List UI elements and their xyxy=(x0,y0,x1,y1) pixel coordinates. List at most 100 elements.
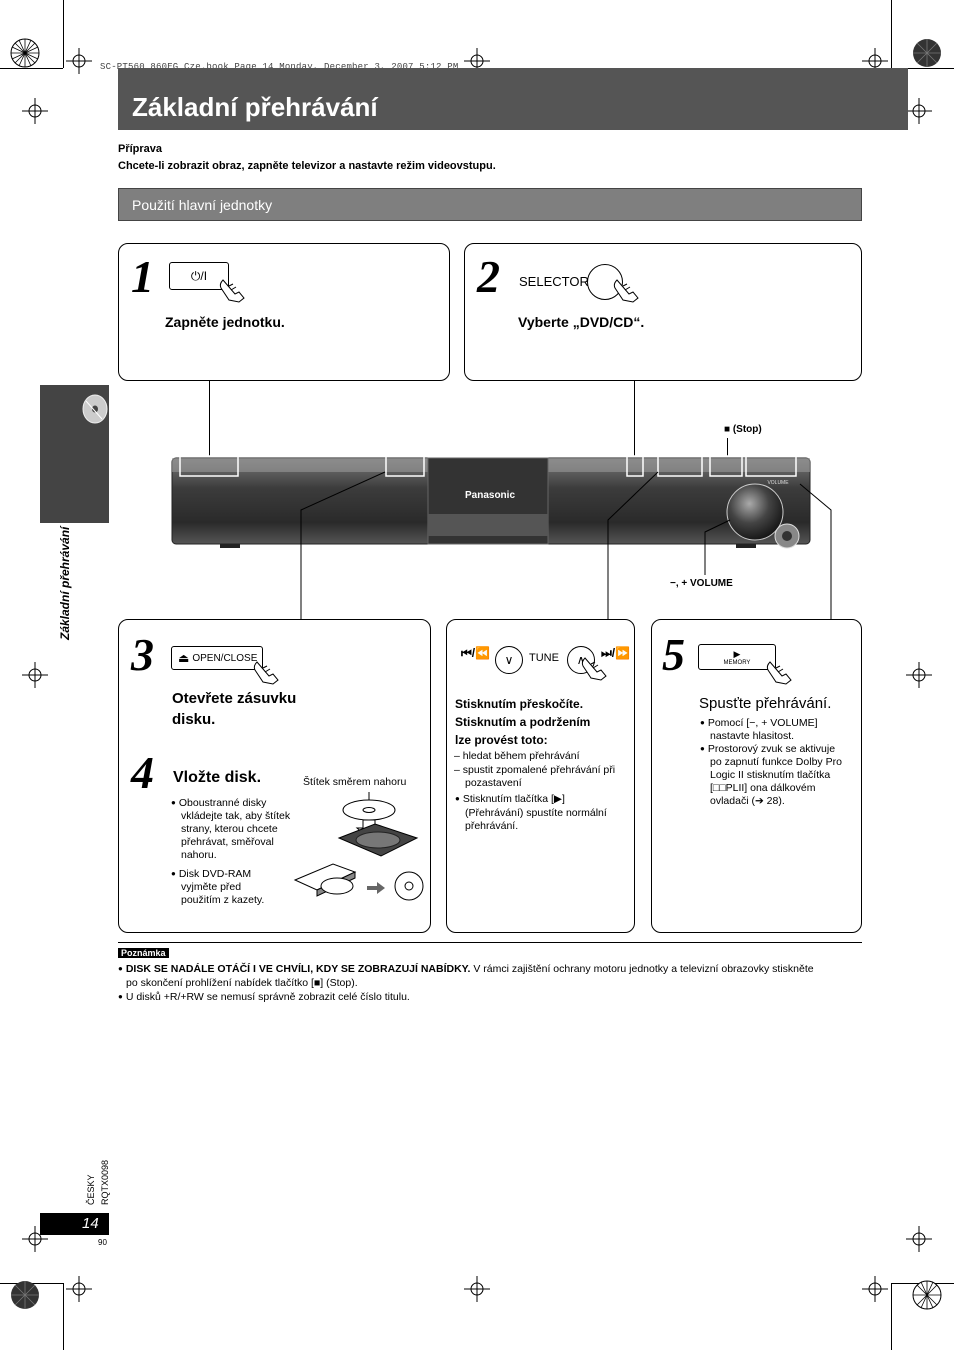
chevron-up-icon: ∧ xyxy=(576,653,586,667)
hand-press-icon xyxy=(581,657,607,681)
section-title: Použití hlavní jednotky xyxy=(132,197,273,213)
crop-mark xyxy=(891,68,954,69)
bullet-line: Logic II stisknutím tlačítka xyxy=(710,769,831,781)
option-line: – hledat během přehrávání xyxy=(454,750,580,762)
tune-up-button[interactable]: ∧ xyxy=(567,646,595,674)
divider xyxy=(118,942,862,943)
option-line: pozastavení xyxy=(465,777,522,789)
skip-box: ⏮/⏪ ∨ TUNE ∧ ⏭/⏩ Stisknutím přeskočíte. … xyxy=(446,619,635,933)
note-label: Poznámka xyxy=(118,948,169,958)
play-button[interactable]: ▶ MEMORY xyxy=(698,644,776,670)
crop-mark xyxy=(63,1283,64,1350)
crop-mark xyxy=(891,1283,892,1350)
footer-lang: ČESKY xyxy=(86,1174,96,1205)
section-bar: Použití hlavní jednotky xyxy=(118,188,862,221)
next-button-label: ⏭/⏩ xyxy=(601,646,631,660)
disc-tray-illustration xyxy=(337,792,419,857)
note-rest: V rámci zajištění ochrany motoru jednotk… xyxy=(470,963,814,975)
hand-press-icon xyxy=(219,279,245,303)
bullet-line: (Přehrávání) spustíte normální xyxy=(465,806,607,819)
side-label: Základní přehrávání xyxy=(58,526,72,640)
note-dvd-ram: Disk DVD-RAM vyjměte před použitím z kaz… xyxy=(171,867,264,907)
step-instruction: Spusťte přehrávání. xyxy=(699,695,832,712)
bullet-line: strany, kterou chcete xyxy=(181,823,278,835)
hand-press-icon xyxy=(766,661,792,685)
footer-num: 90 xyxy=(98,1238,107,1247)
sidebar-tab xyxy=(40,385,109,523)
leader-line xyxy=(209,381,210,456)
step-instruction: Vyberte „DVD/CD“. xyxy=(518,314,645,330)
brand-logo: Panasonic xyxy=(465,490,515,501)
dvd-ram-cartridge-illustration xyxy=(293,863,424,901)
tune-label: TUNE xyxy=(529,652,559,664)
bullet-line: Pomocí [−, + VOLUME] xyxy=(700,716,818,730)
heading-line: Stisknutím přeskočíte. xyxy=(455,697,584,711)
preparation-text: Chcete-li zobrazit obraz, zapněte televi… xyxy=(118,160,496,172)
eject-icon: ⏏ xyxy=(178,651,190,665)
leader-lines xyxy=(300,471,832,620)
open-close-label: OPEN/CLOSE xyxy=(192,652,258,664)
step-number: 1 xyxy=(131,251,154,302)
play-icon: ▶ xyxy=(733,648,741,659)
crop-mark xyxy=(891,0,892,68)
disc-icon xyxy=(82,394,108,424)
leader-line xyxy=(634,381,635,456)
skip-options: – hledat během přehrávání – spustit zpom… xyxy=(454,750,615,791)
heading-line: Stisknutím a podržením xyxy=(455,715,591,729)
crosshair-icon xyxy=(22,98,48,124)
registration-wheel-icon xyxy=(11,1281,39,1309)
bullet-line: nahoru. xyxy=(181,849,217,861)
footer-code: RQTX0098 xyxy=(100,1159,110,1205)
title-band: Základní přehrávání xyxy=(118,68,908,130)
page-number: 14 xyxy=(82,1215,99,1232)
step-instruction: Otevřete zásuvku xyxy=(172,690,297,707)
bullet-line: Oboustranné disky xyxy=(171,796,290,810)
crop-mark xyxy=(63,0,64,68)
step-3-4-box: 3 ⏏ OPEN/CLOSE Otevřete zásuvku disku. 4… xyxy=(118,619,431,933)
bullet-line: vyjměte před xyxy=(181,881,242,893)
step-1-box: 1 ⏻/I Zapněte jednotku. xyxy=(118,243,450,381)
bullet-line: po zapnutí funkce Dolby Pro xyxy=(710,756,842,768)
note-line: po skončení prohlížení nabídek tlačítko … xyxy=(126,977,358,989)
crop-mark xyxy=(0,68,63,69)
step-instruction: disku. xyxy=(172,711,216,728)
prev-button-label: ⏮/⏪ xyxy=(461,646,491,660)
selector-knob[interactable] xyxy=(587,264,623,300)
step-number: 4 xyxy=(131,747,154,798)
selector-label: SELECTOR xyxy=(519,274,589,289)
crosshair-icon xyxy=(464,1276,490,1302)
bullet-line: přehrávat, směřoval xyxy=(181,836,274,848)
bullet-line: Stisknutím tlačítka [▶] xyxy=(455,792,607,807)
bullet-line: Prostorový zvuk se aktivuje xyxy=(700,742,842,756)
chevron-down-icon: ∨ xyxy=(504,653,514,667)
hand-press-icon xyxy=(253,661,279,685)
power-button[interactable]: ⏻/I xyxy=(169,262,229,290)
bullet-line: vkládejte tak, aby štítek xyxy=(181,810,291,822)
note-item: U disků +R/+RW se nemusí správně zobrazi… xyxy=(118,990,862,1004)
registration-wheel-icon xyxy=(912,1280,942,1310)
page-title: Základní přehrávání xyxy=(132,92,378,122)
note-item: DISK SE NADÁLE OTÁČÍ I VE CHVÍLI, KDY SE… xyxy=(118,962,862,976)
tune-down-button[interactable]: ∨ xyxy=(495,646,523,674)
registration-wheel-icon xyxy=(913,39,941,67)
step-5-box: 5 ▶ MEMORY Spusťte přehrávání. Pomocí [−… xyxy=(651,619,862,933)
open-close-button[interactable]: ⏏ OPEN/CLOSE xyxy=(171,646,263,670)
memory-label: MEMORY xyxy=(723,659,751,666)
volume-note: Pomocí [−, + VOLUME] nastavte hlasitost. xyxy=(700,716,818,743)
skip-heading: Stisknutím přeskočíte. Stisknutím a podr… xyxy=(455,695,590,749)
option-line: – spustit zpomalené přehrávání při xyxy=(454,763,616,776)
leader-line xyxy=(727,438,728,456)
hand-press-icon xyxy=(613,279,639,303)
bullet-line: ovladači (➔ 28). xyxy=(710,795,785,807)
note-double-sided: Oboustranné disky vkládejte tak, aby ští… xyxy=(171,796,290,862)
bullet-line: použitím z kazety. xyxy=(181,894,265,906)
crosshair-icon xyxy=(906,98,932,124)
registration-wheel-icon xyxy=(10,38,40,68)
volume-label: −, + VOLUME xyxy=(670,578,733,589)
step-number: 5 xyxy=(662,629,685,680)
crosshair-icon xyxy=(906,1226,932,1252)
step-2-box: 2 SELECTOR Vyberte „DVD/CD“. xyxy=(464,243,862,381)
bullet-line: Disk DVD-RAM xyxy=(171,867,264,881)
page-number-box: 14 xyxy=(40,1213,109,1235)
bullet-line: nastavte hlasitost. xyxy=(710,730,795,742)
